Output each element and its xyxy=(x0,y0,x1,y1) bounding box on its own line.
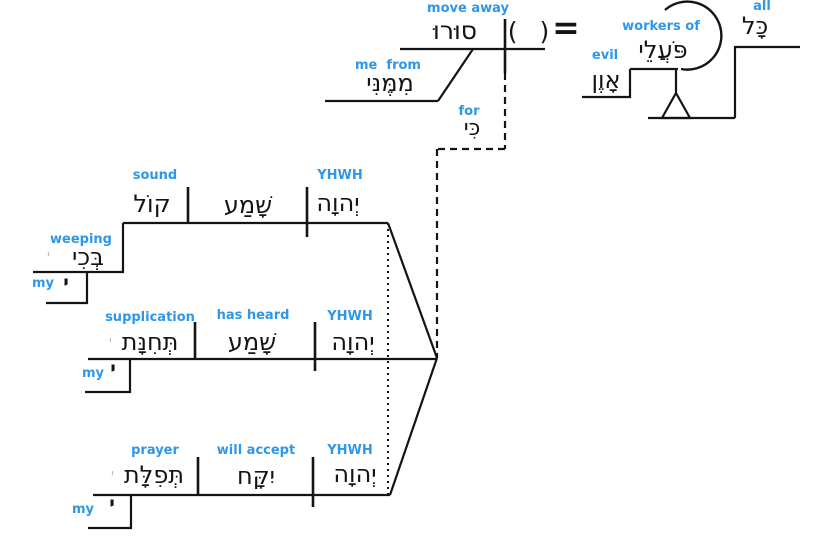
implied-subject-placeholder[interactable]: ( ) xyxy=(507,17,557,46)
word-yod-1[interactable]: י xyxy=(63,272,69,294)
gloss-supplication: supplication xyxy=(105,310,195,325)
word-bekhi[interactable]: בְּכִי xyxy=(72,243,104,271)
clause1-suffix-step xyxy=(46,272,89,305)
gloss-weeping: weeping xyxy=(50,232,112,247)
suffix-placeholder-3: י xyxy=(111,467,114,482)
clause1-convergence-slant xyxy=(386,222,439,359)
word-yod-2[interactable]: י xyxy=(110,358,116,380)
gloss-move-away: move away xyxy=(427,1,509,16)
suffix-placeholder-1: י xyxy=(47,248,50,263)
gloss-evil: evil xyxy=(591,48,619,63)
word-suru[interactable]: סוּרוּ xyxy=(433,16,477,45)
gloss-me-from: me from xyxy=(355,58,421,73)
word-yhwh-2[interactable]: יְהוָה xyxy=(331,328,375,356)
gloss-sound: sound xyxy=(132,168,178,183)
word-yhwh-3[interactable]: יְהוָה xyxy=(333,460,377,488)
gloss-yhwh-3: YHWH xyxy=(327,443,373,458)
conjunction-dashed-connector xyxy=(435,73,507,358)
prep-slant-line xyxy=(437,48,474,102)
word-shama-1[interactable]: שָׁמַע xyxy=(223,191,273,219)
word-mimmenni[interactable]: מִמֶּנִּי xyxy=(366,69,414,97)
gloss-workers-of: workers of xyxy=(622,19,700,34)
equals-sign: = xyxy=(552,8,580,47)
gloss-yhwh-2: YHWH xyxy=(327,309,373,324)
word-poale[interactable]: פֹּעֲלֵי xyxy=(638,36,688,64)
word-yiqqach[interactable]: יִקָּח xyxy=(236,462,276,490)
gloss-yhwh-1: YHWH xyxy=(317,168,363,183)
genitive-step-line xyxy=(582,69,632,99)
word-shama-2[interactable]: שָׁמַע xyxy=(227,328,277,356)
word-kol[interactable]: כָּל xyxy=(741,12,769,40)
quantifier-step-line xyxy=(733,45,800,118)
word-tefillat[interactable]: תְּפִלָּת xyxy=(123,461,185,489)
word-aven[interactable]: אָוֶן xyxy=(591,66,621,94)
word-yod-3[interactable]: י xyxy=(109,493,115,515)
gloss-prayer: prayer xyxy=(131,443,179,458)
gloss-my-1: my xyxy=(31,276,55,291)
clause3-convergence-slant xyxy=(388,357,439,496)
gloss-will-accept: will accept xyxy=(216,443,296,458)
clause3-suffix-hook xyxy=(88,495,133,530)
pedestal-triangle xyxy=(660,90,692,120)
gloss-my-2: my xyxy=(81,366,105,381)
construct-arc xyxy=(664,0,723,71)
word-yhwh-1[interactable]: יְהוָה xyxy=(316,189,360,217)
gloss-for: for xyxy=(458,104,480,119)
gloss-my-3: my xyxy=(71,502,95,517)
word-techinnat[interactable]: תְּחִנָּת xyxy=(121,328,179,356)
word-ki[interactable]: כִּי xyxy=(463,116,481,141)
gloss-all: all xyxy=(753,0,771,14)
suffix-placeholder-2: י xyxy=(109,334,112,349)
gloss-has-heard: has heard xyxy=(216,308,290,323)
word-qol[interactable]: קוֹל xyxy=(133,190,171,218)
clause2-suffix-hook xyxy=(85,359,132,394)
clause1-modifier-step xyxy=(33,223,125,274)
